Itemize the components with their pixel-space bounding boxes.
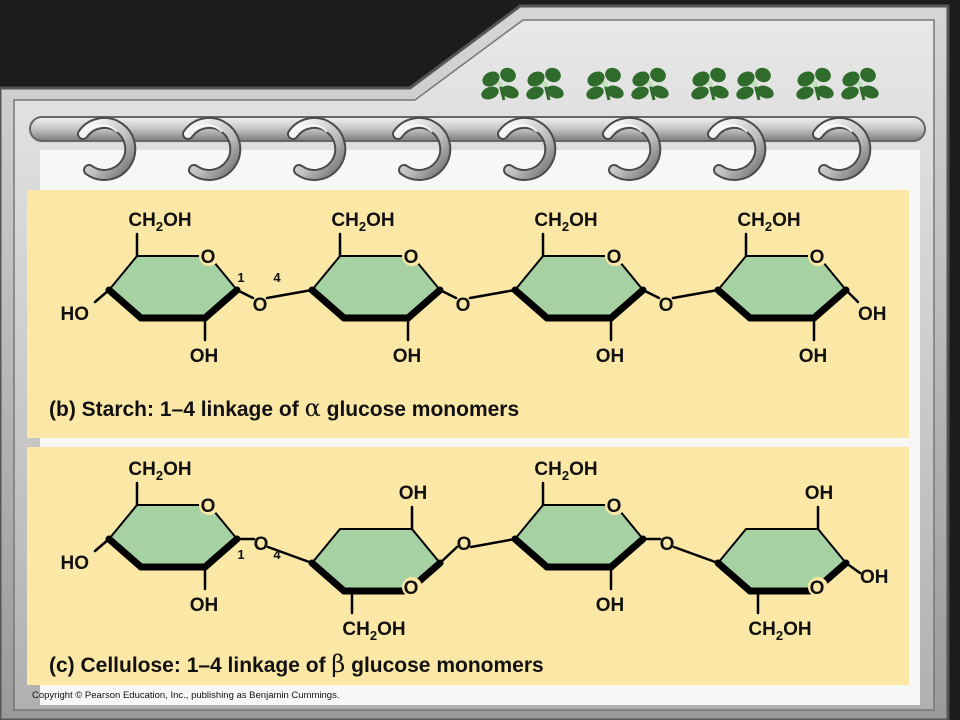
ho-label: HO <box>61 304 90 325</box>
ch2oh-label: CH2OH <box>748 619 811 643</box>
glucose-ring-1 <box>105 255 241 322</box>
oh-label: OH <box>858 304 887 325</box>
binder-ring-icon <box>602 116 662 181</box>
oh-label: OH <box>596 595 625 616</box>
binder-ring-icon <box>77 116 137 181</box>
glucose-ring-1 <box>105 504 241 571</box>
glycosidic-oxygen: O <box>660 534 675 555</box>
ring-oxygen-label: O <box>810 247 825 268</box>
glucose-ring-2 <box>308 528 444 595</box>
ring-oxygen-label: O <box>607 496 622 517</box>
ring-oxygen-bg <box>808 577 828 597</box>
clover-leaf-icon <box>586 67 624 101</box>
oh-label: OH <box>190 595 219 616</box>
carbon-1-number: 1 <box>237 270 244 285</box>
binder-ring-icon <box>392 116 452 181</box>
ring-oxygen-label: O <box>404 247 419 268</box>
glucose-ring-4 <box>714 528 850 595</box>
binder-ring-icon <box>287 116 347 181</box>
oh-label: OH <box>596 346 625 367</box>
ring-oxygen-bg <box>605 495 625 515</box>
ho-label: HO <box>61 553 90 574</box>
binder-ring-icon <box>497 116 557 181</box>
ring-oxygen-bg <box>402 577 422 597</box>
clover-leaf-icon <box>796 67 834 101</box>
ring-oxygen-bg <box>808 246 828 266</box>
glycosidic-oxygen: O <box>254 534 269 555</box>
ch2oh-label: CH2OH <box>342 619 405 643</box>
ch2oh-label: CH2OH <box>331 210 394 234</box>
ch2oh-label: CH2OH <box>737 210 800 234</box>
ring-oxygen-label: O <box>810 578 825 599</box>
ring-oxygen-label: O <box>201 247 216 268</box>
ch2oh-label: CH2OH <box>534 459 597 483</box>
ch2oh-label: CH2OH <box>534 210 597 234</box>
copyright-text: Copyright © Pearson Education, Inc., pub… <box>32 690 340 701</box>
glycosidic-oxygen: O <box>253 295 268 316</box>
ring-oxygen-label: O <box>201 496 216 517</box>
glycosidic-oxygen: O <box>457 534 472 555</box>
binder-rings <box>77 116 872 181</box>
glycosidic-oxygen: O <box>456 295 471 316</box>
leaf-decorations <box>481 67 879 101</box>
ring-oxygen-bg <box>402 246 422 266</box>
ring-oxygen-label: O <box>404 578 419 599</box>
oh-label: OH <box>860 567 889 588</box>
oh-label: OH <box>393 346 422 367</box>
ch2oh-label: CH2OH <box>128 459 191 483</box>
binder-ring-icon <box>182 116 242 181</box>
binder-ring-icon <box>812 116 872 181</box>
clover-leaf-icon <box>691 67 729 101</box>
oh-label: OH <box>399 483 428 504</box>
clover-leaf-icon <box>736 67 774 101</box>
glucose-ring-3 <box>511 255 647 322</box>
oh-label: OH <box>190 346 219 367</box>
clover-leaf-icon <box>481 67 519 101</box>
glucose-ring-4 <box>714 255 850 322</box>
glycosidic-oxygen: O <box>659 295 674 316</box>
ring-oxygen-bg <box>199 495 219 515</box>
starch-caption: (b) Starch: 1–4 linkage of α glucose mon… <box>49 394 519 422</box>
clover-leaf-icon <box>631 67 669 101</box>
ring-oxygen-bg <box>605 246 625 266</box>
carbon-4-number: 4 <box>273 547 281 562</box>
binder-ring-icon <box>707 116 767 181</box>
ch2oh-label: CH2OH <box>128 210 191 234</box>
oh-label: OH <box>799 346 828 367</box>
clover-leaf-icon <box>526 67 564 101</box>
ring-oxygen-label: O <box>607 247 622 268</box>
oh-label: OH <box>805 483 834 504</box>
glucose-ring-3 <box>511 504 647 571</box>
cellulose-caption: (c) Cellulose: 1–4 linkage of β glucose … <box>49 650 544 678</box>
clover-leaf-icon <box>841 67 879 101</box>
ring-oxygen-bg <box>199 246 219 266</box>
glucose-ring-2 <box>308 255 444 322</box>
carbon-1-number: 1 <box>237 547 244 562</box>
carbon-4-number: 4 <box>273 270 281 285</box>
